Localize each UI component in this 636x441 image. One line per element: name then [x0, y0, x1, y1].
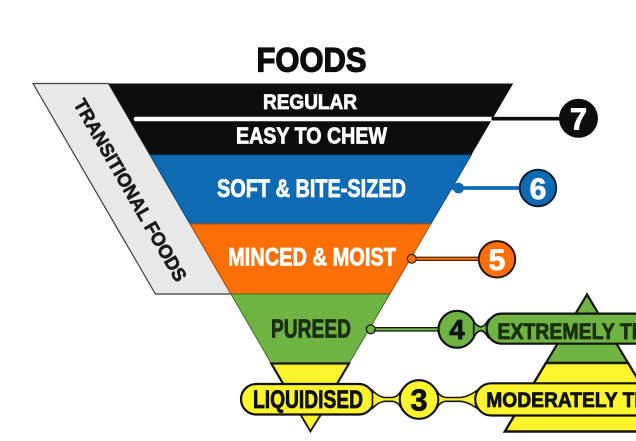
svg-text:4: 4	[449, 314, 465, 345]
svg-text:3: 3	[411, 383, 428, 417]
svg-text:MINCED & MOIST: MINCED & MOIST	[228, 244, 396, 272]
svg-text:MODERATELY THICK: MODERATELY THICK	[486, 388, 636, 412]
svg-text:PUREED: PUREED	[271, 314, 351, 344]
svg-text:SOFT & BITE-SIZED: SOFT & BITE-SIZED	[217, 175, 406, 203]
svg-text:EXTREMELY THICK: EXTREMELY THICK	[497, 319, 636, 344]
svg-text:5: 5	[489, 244, 506, 277]
svg-text:EASY TO CHEW: EASY TO CHEW	[236, 122, 387, 148]
svg-text:REGULAR: REGULAR	[263, 91, 357, 114]
svg-text:7: 7	[570, 102, 587, 136]
svg-text:LIQUIDISED: LIQUIDISED	[253, 386, 363, 414]
svg-text:FOODS: FOODS	[257, 42, 367, 80]
svg-text:6: 6	[530, 173, 547, 206]
